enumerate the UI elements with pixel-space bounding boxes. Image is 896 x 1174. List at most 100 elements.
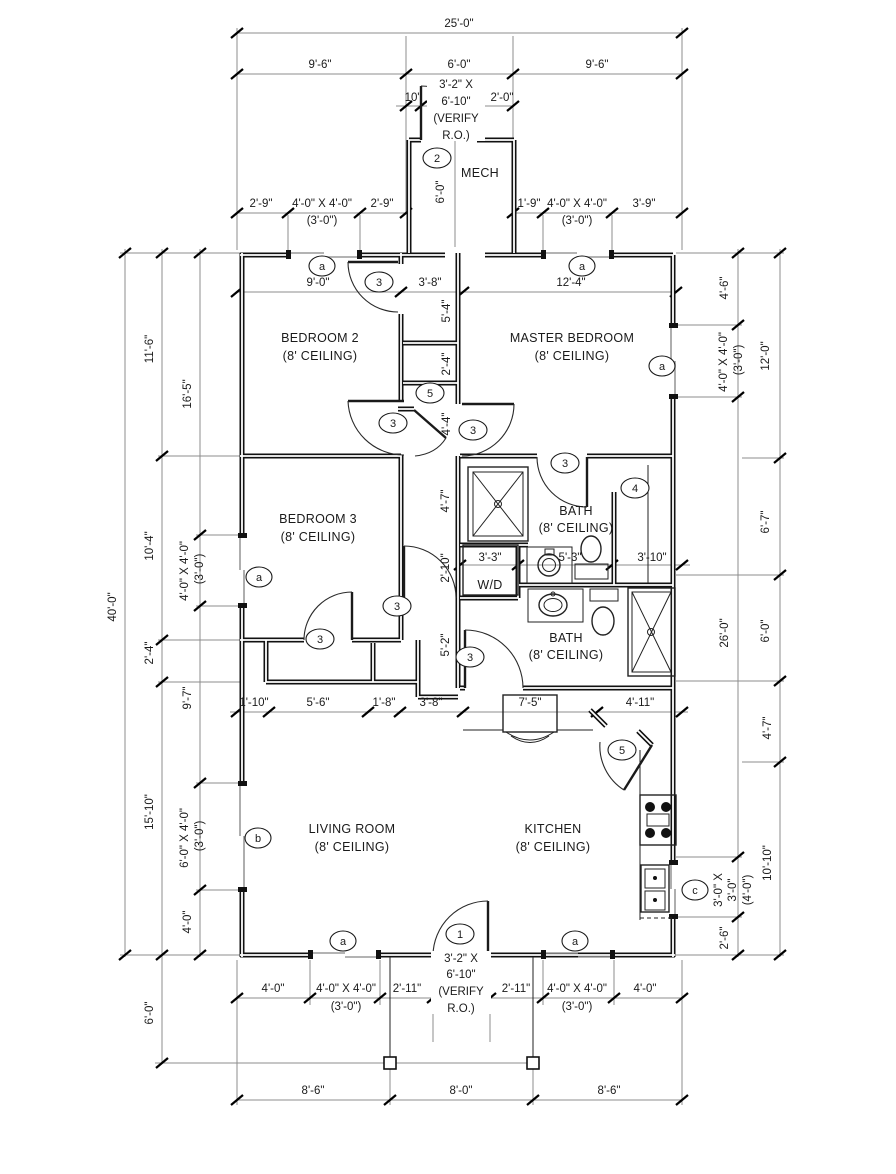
toilet-bath2 xyxy=(591,606,615,636)
dim-mech-depth: 6'-0" xyxy=(435,181,447,204)
svg-text:1: 1 xyxy=(457,929,463,941)
dim-bath-1: 4'-7" xyxy=(440,490,452,513)
dim-topwin-1: 2'-9" xyxy=(250,198,273,210)
window-tag-a: a xyxy=(648,355,676,377)
dim-bedroom2-width: 9'-0" xyxy=(307,277,330,289)
dim-rear-jamb-left: 10" xyxy=(405,92,422,104)
window-tag-a: a xyxy=(329,930,357,952)
room-label-bath2-ceiling: (8' CEILING) xyxy=(529,648,604,662)
window-tag-b: b xyxy=(244,827,272,849)
svg-text:5: 5 xyxy=(427,388,433,400)
dim-topwin-5: 1'-9" xyxy=(518,198,541,210)
room-label-master: MASTER BEDROOM xyxy=(510,331,634,345)
dim-porch-1: 8'-6" xyxy=(302,1085,325,1097)
window-tag-a: a xyxy=(308,255,336,277)
dim-left-9: 6'-0" X 4'-0" xyxy=(179,808,191,868)
note-front-door-1: 3'-2" X xyxy=(444,953,478,965)
svg-text:a: a xyxy=(572,936,579,948)
window-top-left xyxy=(286,250,362,259)
dim-bot-4: 2'-11" xyxy=(393,983,421,995)
plan-tags: a a a a a a b c 1 2 3 3 3 3 3 3 3 4 5 5 xyxy=(244,147,709,952)
dim-left-11: 4'-0" xyxy=(182,911,194,934)
dim-topwin-4: 2'-9" xyxy=(371,198,394,210)
dimension-lines xyxy=(120,28,784,1105)
svg-text:c: c xyxy=(692,885,698,897)
dim-right-3: (3'-0") xyxy=(733,345,745,376)
room-label-bedroom3: BEDROOM 3 xyxy=(279,512,357,526)
dim-left-12: 6'-0" xyxy=(144,1002,156,1025)
door-tag-3: 3 xyxy=(378,412,408,434)
door-tag-3: 3 xyxy=(455,646,485,668)
dim-mid-2: 5'-6" xyxy=(307,697,330,709)
dim-porch-2: 8'-0" xyxy=(450,1085,473,1097)
svg-text:a: a xyxy=(319,261,326,273)
room-label-bedroom3-ceiling: (8' CEILING) xyxy=(281,530,356,544)
dim-bot-7: (3'-0") xyxy=(562,1001,593,1013)
room-label-wd: W/D xyxy=(477,578,502,592)
walls xyxy=(240,140,675,957)
svg-text:3: 3 xyxy=(317,634,323,646)
dim-hall-width: 3'-8" xyxy=(419,277,442,289)
dim-top-mid: 6'-0" xyxy=(448,59,471,71)
door-tag-5: 5 xyxy=(607,739,637,761)
dim-bath-width: 5'-3" xyxy=(559,552,582,564)
dim-right-7: 6'-0" xyxy=(760,620,772,643)
door-bedroom2 xyxy=(347,260,399,313)
dimension-text-vertical: 40'-0" 6'-0" 5'-4" 2'-4" 4'-4" 4'-7" 2'-… xyxy=(107,181,774,1025)
dim-overall-width: 25'-0" xyxy=(444,18,473,30)
svg-text:a: a xyxy=(579,261,586,273)
svg-text:4: 4 xyxy=(632,483,638,495)
window-bottom-left xyxy=(308,950,381,959)
dim-bot-3: (3'-0") xyxy=(331,1001,362,1013)
door-tag-2: 2 xyxy=(422,147,452,169)
svg-text:3: 3 xyxy=(394,601,400,613)
dim-right-8: 4'-7" xyxy=(762,717,774,740)
shower-master xyxy=(467,466,529,542)
door-tag-3: 3 xyxy=(458,419,488,441)
fixtures xyxy=(383,465,677,1070)
door-bedroom2-lower xyxy=(347,399,405,456)
dim-topwin-3: (3'-0") xyxy=(307,215,338,227)
note-rear-door-2: 6'-10" xyxy=(441,96,470,108)
vanity-master-bath xyxy=(526,546,573,584)
dim-bot-8: 4'-0" xyxy=(634,983,657,995)
door-hall-closet xyxy=(413,409,447,457)
dim-left-2: 16'-5" xyxy=(182,379,194,408)
dim-left-6: 2'-4" xyxy=(144,642,156,665)
svg-text:a: a xyxy=(659,361,666,373)
dim-bot-2: 4'-0" X 4'-0" xyxy=(316,983,376,995)
room-label-kitchen: KITCHEN xyxy=(525,822,582,836)
dim-mid-4: 3'-8" xyxy=(420,697,443,709)
door-bedroom3 xyxy=(303,591,354,641)
window-bottom-right xyxy=(541,950,615,959)
porch-post xyxy=(526,1056,540,1070)
dim-top-left: 9'-6" xyxy=(309,59,332,71)
room-label-bath1-ceiling: (8' CEILING) xyxy=(539,521,614,535)
dim-closet-width: 3'-10" xyxy=(637,552,666,564)
dim-mid-1: 1'-10" xyxy=(239,697,268,709)
shower-bath2 xyxy=(627,587,676,677)
note-rear-door-3: (VERIFY xyxy=(433,113,479,125)
door-tag-3: 3 xyxy=(382,595,412,617)
svg-text:3: 3 xyxy=(562,458,568,470)
svg-text:2: 2 xyxy=(434,153,440,165)
svg-text:3: 3 xyxy=(376,277,382,289)
dim-right-12: (4'-0") xyxy=(742,875,754,906)
dim-porch-3: 8'-6" xyxy=(598,1085,621,1097)
svg-text:3: 3 xyxy=(390,418,396,430)
note-front-door-4: R.O.) xyxy=(447,1003,475,1015)
note-mask-rear xyxy=(427,75,485,141)
dim-mid-3: 1'-8" xyxy=(373,697,396,709)
dim-hall-3: 4'-4" xyxy=(441,413,453,436)
window-tag-a: a xyxy=(245,566,273,588)
room-label-master-ceiling: (8' CEILING) xyxy=(535,349,610,363)
dim-right-11: 3'-0" xyxy=(727,879,739,902)
dim-topwin-7: (3'-0") xyxy=(562,215,593,227)
dim-right-6: 26'-0" xyxy=(719,618,731,647)
dim-left-5: (3'-0") xyxy=(194,554,206,585)
door-tag-3: 3 xyxy=(364,271,394,293)
room-label-bedroom2-ceiling: (8' CEILING) xyxy=(283,349,358,363)
door-corridor xyxy=(402,545,457,599)
